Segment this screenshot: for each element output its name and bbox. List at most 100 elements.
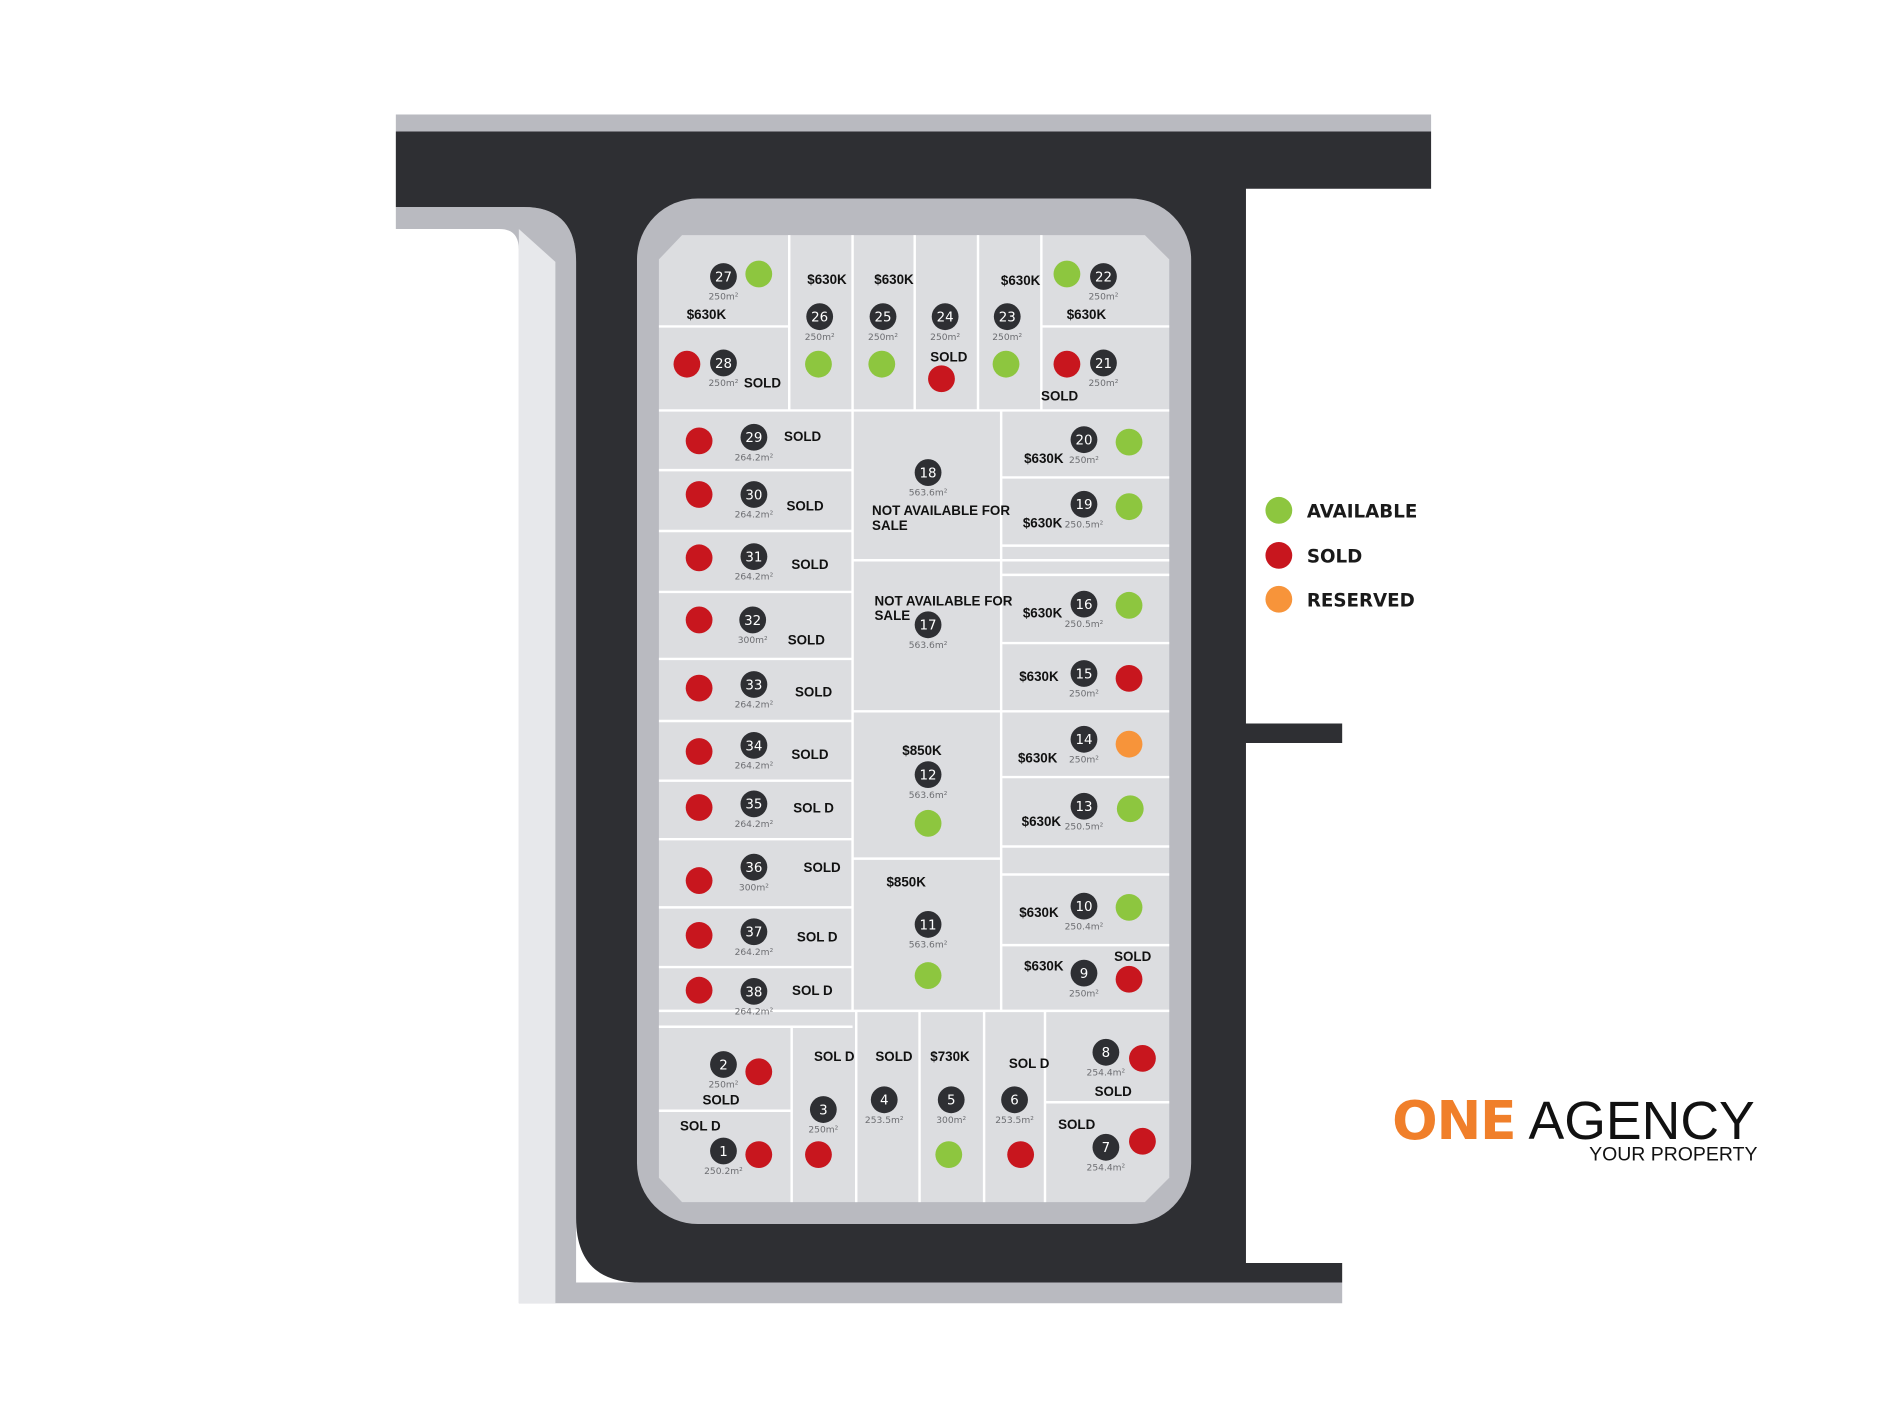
lot-21-markers[interactable]: [1053, 349, 1117, 378]
lot-number: 35: [745, 798, 762, 813]
lot-25-markers[interactable]: [868, 303, 897, 378]
lot-number: 30: [745, 488, 762, 503]
lot-number-badge: [1070, 892, 1098, 920]
lot-label: SOL D: [792, 983, 833, 998]
status-dot-sold: [1053, 350, 1081, 378]
status-dot-sold: [1129, 1045, 1156, 1072]
lot-4-markers[interactable]: [870, 1086, 898, 1114]
lot-1-markers[interactable]: [710, 1137, 773, 1169]
lot-5-markers[interactable]: [935, 1086, 965, 1169]
lot-7-markers[interactable]: [1092, 1127, 1156, 1161]
lot-11-markers[interactable]: [914, 911, 942, 989]
lot-label: SOLD: [788, 632, 825, 647]
lot-38-markers[interactable]: [685, 976, 768, 1005]
lot-number-badge: [740, 481, 768, 508]
legend-sold-dot: [1265, 541, 1293, 569]
lot-29-markers[interactable]: [685, 423, 768, 455]
lot-35-markers[interactable]: [685, 790, 768, 821]
lot-number: 12: [920, 768, 937, 783]
lot-37-markers[interactable]: [685, 918, 768, 949]
lot-number: 8: [1102, 1046, 1111, 1061]
lot-area: 250m²: [1069, 989, 1099, 999]
lot-8-markers[interactable]: [1092, 1038, 1156, 1072]
lot-33-markers[interactable]: [685, 671, 768, 702]
lot-14-markers[interactable]: [1070, 725, 1143, 758]
lot-31-markers[interactable]: [685, 543, 768, 572]
lot-3-markers[interactable]: [805, 1096, 837, 1169]
lot-20-markers[interactable]: [1070, 426, 1143, 456]
lot-22-markers[interactable]: [1053, 260, 1117, 290]
lot-number-badge: [806, 303, 834, 331]
lot-number-badge: [710, 349, 737, 377]
lot-19-markers[interactable]: [1070, 490, 1143, 521]
lot-label: SOL D: [797, 929, 838, 944]
lot-34-markers[interactable]: [685, 731, 768, 765]
lot-2-markers[interactable]: [710, 1051, 773, 1086]
lot-label: $630K: [1001, 273, 1041, 288]
lot-17-markers[interactable]: [914, 611, 942, 639]
lot-area: 250.2m²: [704, 1167, 743, 1177]
status-dot-sold: [1129, 1127, 1156, 1155]
lot-number: 28: [715, 357, 732, 372]
lot-26-markers[interactable]: [805, 303, 834, 378]
lot-10-markers[interactable]: [1070, 892, 1143, 921]
lot-number: 19: [1075, 498, 1092, 513]
status-dot-sold: [685, 921, 713, 949]
lot-label-secondary: SALE: [874, 608, 910, 623]
lot-28-markers[interactable]: [673, 349, 737, 378]
status-dot-sold: [1007, 1141, 1035, 1169]
lot-6-markers[interactable]: [1001, 1086, 1035, 1169]
legend-reserved-label: RESERVED: [1307, 591, 1415, 612]
lot-24-markers[interactable]: [928, 303, 959, 393]
status-dot-available: [935, 1141, 963, 1169]
lot-label: $630K: [1023, 606, 1063, 621]
legend: AVAILABLE SOLD RESERVED: [1265, 496, 1417, 613]
lot-area: 250.5m²: [1065, 822, 1104, 832]
status-dot-sold: [928, 365, 955, 393]
lot-15-markers[interactable]: [1070, 660, 1143, 692]
lot-number: 37: [745, 926, 762, 941]
lot-number-badge: [1070, 792, 1098, 820]
lot-23-markers[interactable]: [992, 303, 1021, 378]
lot-area: 264.2m²: [735, 511, 774, 521]
lot-number-badge: [740, 918, 768, 946]
lot-13-markers[interactable]: [1070, 792, 1144, 823]
lot-area: 300m²: [936, 1116, 966, 1126]
status-dot-available: [745, 260, 773, 288]
lot-label: SOL D: [680, 1118, 721, 1133]
lot-number-badge: [937, 1086, 965, 1114]
lot-16-markers[interactable]: [1070, 590, 1143, 619]
lot-9-markers[interactable]: [1070, 959, 1143, 993]
lot-label: SOLD: [1095, 1084, 1132, 1099]
lot-number: 38: [745, 985, 762, 1000]
lot-18-markers[interactable]: [914, 459, 942, 486]
lot-number-badge: [1070, 725, 1098, 753]
status-dot-available: [1116, 795, 1144, 823]
lot-area: 250m²: [992, 333, 1022, 343]
lot-area: 264.2m²: [735, 701, 774, 711]
lot-area: 250m²: [1069, 690, 1099, 700]
lot-area: 250m²: [868, 333, 898, 343]
lot-number: 31: [745, 550, 762, 565]
lot-36-markers[interactable]: [685, 853, 768, 894]
lot-label: $850K: [886, 875, 926, 890]
lot-12-markers[interactable]: [914, 761, 942, 837]
lot-32-markers[interactable]: [685, 606, 767, 634]
status-dot-sold: [685, 481, 713, 508]
lot-label: SOLD: [702, 1093, 739, 1108]
lot-27-markers[interactable]: [710, 260, 773, 290]
lot-30-markers[interactable]: [685, 481, 768, 508]
